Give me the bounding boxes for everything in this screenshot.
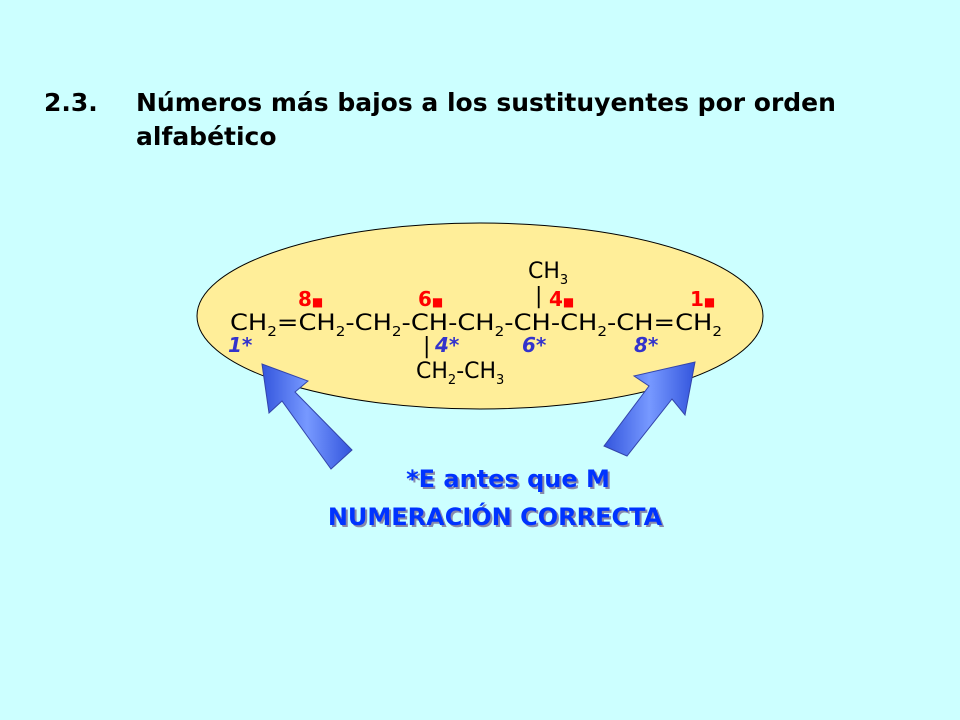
correct-number-4: 4* [434, 333, 460, 357]
wrong-number-6: 6■ [418, 287, 443, 311]
heading-number: 2.3. [44, 88, 98, 117]
correct-number-1: 1* [228, 333, 253, 357]
correct-number-6: 6* [522, 333, 547, 357]
bottom-bond: | [423, 334, 430, 359]
caption-line2: NUMERACIÓN CORRECTA [328, 501, 663, 531]
right-arrow-icon [603, 361, 696, 457]
heading-text: Números más bajos a los sustituyentes po… [136, 88, 836, 151]
wrong-number-1: 1■ [690, 287, 715, 311]
bottom-group: CH2-CH3 [416, 359, 504, 388]
caption-line2-shadow: NUMERACIÓN CORRECTA [330, 503, 665, 533]
correct-number-8: 8* [634, 333, 659, 357]
left-arrow-icon [261, 363, 353, 470]
top-bond: | [535, 284, 542, 309]
highlight-ellipse [196, 222, 764, 410]
wrong-number-8: 8■ [298, 287, 323, 311]
caption-line1: *E antes que M [406, 465, 610, 493]
caption-line1-shadow: *E antes que M [408, 467, 612, 495]
wrong-number-4: 4■ [549, 287, 574, 311]
top-group: CH3 [528, 259, 568, 288]
